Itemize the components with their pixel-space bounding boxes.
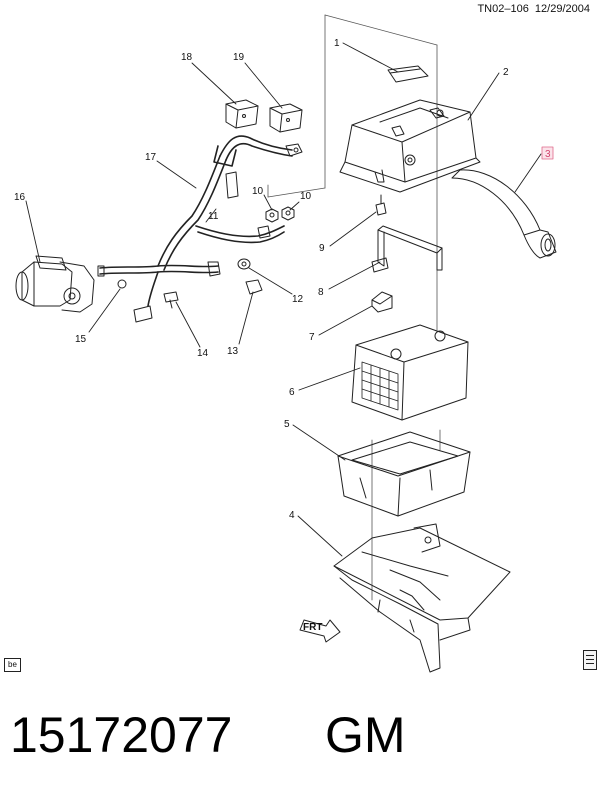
part-17-wiring-harness xyxy=(99,135,293,307)
part-10-nut-a xyxy=(265,208,279,223)
callout-10a: 10 xyxy=(252,186,264,197)
part-14-bolt xyxy=(163,291,179,309)
callout-10b: 10 xyxy=(300,191,312,202)
part-19-terminal-boot xyxy=(269,103,303,133)
leader-10b xyxy=(289,201,300,211)
callout-7: 7 xyxy=(309,332,315,343)
leader-4 xyxy=(297,515,343,557)
part-6-battery xyxy=(351,324,469,421)
leader-7 xyxy=(318,305,373,336)
part-4-tray-support xyxy=(333,523,511,673)
callout-3-highlight xyxy=(541,146,554,160)
brand-name: GM xyxy=(325,707,406,763)
part-8-hold-down-bracket xyxy=(371,225,443,273)
drawing-reference-code: TN02–106 12/29/2004 xyxy=(477,3,590,15)
leader-19 xyxy=(244,62,283,109)
callout-14: 14 xyxy=(197,348,209,359)
leader-17 xyxy=(156,160,197,189)
callout-5: 5 xyxy=(284,419,290,430)
part-16-starter-motor xyxy=(15,255,95,313)
part-3-vent-hose xyxy=(451,169,557,259)
callout-9: 9 xyxy=(319,243,325,254)
callout-15: 15 xyxy=(75,334,87,345)
leader-15 xyxy=(88,288,121,333)
callout-17: 17 xyxy=(145,152,157,163)
leader-1 xyxy=(342,42,399,73)
front-arrow: FRT xyxy=(299,619,341,643)
leader-8 xyxy=(328,261,381,290)
callout-4: 4 xyxy=(289,510,295,521)
part-number: 15172077 xyxy=(10,707,233,763)
leader-5 xyxy=(292,424,346,461)
leader-10a xyxy=(263,194,273,211)
part-12-grommet xyxy=(237,258,251,270)
leader-6 xyxy=(298,367,361,391)
callout-8: 8 xyxy=(318,287,324,298)
part-15-clip xyxy=(117,279,127,289)
part-5-battery-tray xyxy=(337,431,471,517)
part-7-terminal-cap xyxy=(371,291,393,313)
callout-2: 2 xyxy=(503,67,509,78)
leader-lines xyxy=(25,42,542,557)
corner-box-label: be xyxy=(4,658,21,672)
leader-11 xyxy=(205,208,217,223)
callout-18: 18 xyxy=(181,52,193,63)
front-arrow-label: FRT xyxy=(303,622,322,633)
leader-9 xyxy=(329,211,377,247)
leader-2 xyxy=(467,72,500,121)
part-2-battery-cover xyxy=(339,99,481,193)
callout-12: 12 xyxy=(292,294,304,305)
callout-1: 1 xyxy=(334,38,340,49)
part-18-terminal-boot xyxy=(225,99,259,129)
callout-16: 16 xyxy=(14,192,26,203)
harness-terminals xyxy=(97,143,303,323)
callout-13: 13 xyxy=(227,346,239,357)
callout-11: 11 xyxy=(208,211,219,222)
callout-6: 6 xyxy=(289,387,295,398)
document-icon xyxy=(583,650,597,670)
leader-16 xyxy=(25,200,41,263)
part-1-label-pad xyxy=(387,65,429,83)
leader-12 xyxy=(248,267,293,295)
battery-assembly-diagram: FRT xyxy=(14,14,557,673)
part-13-boot xyxy=(245,279,263,295)
leader-3 xyxy=(514,153,542,193)
part-9-bolt xyxy=(375,194,387,216)
projection-frame xyxy=(267,14,441,601)
battery-cell-grid xyxy=(361,361,399,411)
leader-18 xyxy=(191,62,237,105)
leader-13 xyxy=(238,291,254,345)
leader-14 xyxy=(175,301,201,348)
callout-numbers: 1 2 3 4 5 6 7 8 9 10 10 11 12 13 14 15 1… xyxy=(14,38,554,521)
callout-19: 19 xyxy=(233,52,245,63)
part-10-nut-b xyxy=(281,206,295,221)
callout-3: 3 xyxy=(545,149,551,160)
